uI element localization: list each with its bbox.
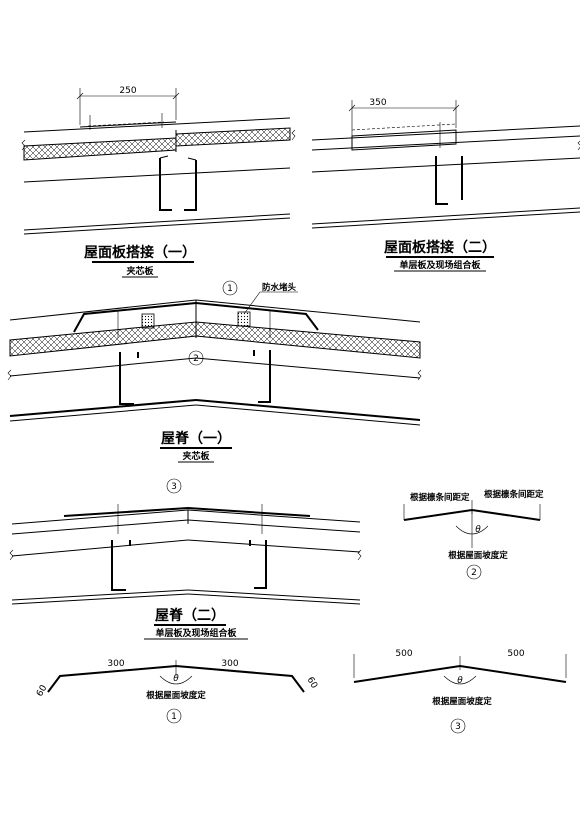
ridge1-callout-1: 1: [227, 284, 233, 294]
lap-detail-1: 250 屋面板搭接（一） 夹芯板: [21, 86, 296, 278]
ridge1-callout-2: 2: [193, 354, 199, 364]
flashing2-note-bottom: 根据屋面坡度定: [448, 550, 508, 561]
ridge1-subtitle: 夹芯板: [182, 450, 210, 462]
flashing1-number: 1: [171, 712, 177, 722]
lap2-title: 屋面板搭接（二）: [384, 239, 496, 256]
flashing-detail-3: 500 500 θ 根据屋面坡度定 3: [353, 649, 567, 734]
lap1-subtitle: 夹芯板: [126, 265, 154, 277]
flashing-detail-1: 300 300 60 60 θ 根据屋面坡度定 1: [35, 659, 320, 724]
ridge1-title: 屋脊（一）: [161, 430, 231, 447]
flashing1-theta: θ: [173, 674, 179, 684]
flashing3-dim-right: 500: [507, 649, 524, 659]
flashing3-theta: θ: [457, 676, 463, 686]
flashing3-note: 根据屋面坡度定: [432, 696, 492, 707]
flashing1-dim-left: 300: [107, 659, 124, 669]
lap1-dimension: 250: [119, 86, 136, 96]
lap2-dimension: 350: [369, 98, 386, 108]
ridge2-subtitle: 单层板及现场组合板: [155, 627, 237, 639]
flashing-detail-2: 根据檩条间距定 根据檩条间距定 θ 根据屋面坡度定 2: [403, 489, 544, 580]
flashing2-note-left: 根据檩条间距定: [410, 492, 470, 503]
flashing1-dim-right: 300: [221, 659, 238, 669]
lap2-subtitle: 单层板及现场组合板: [399, 259, 481, 271]
flashing3-dim-left: 500: [395, 649, 412, 659]
flashing2-note-right: 根据檩条间距定: [484, 489, 544, 500]
flashing1-edge-right: 60: [305, 676, 320, 691]
flashing1-note: 根据屋面坡度定: [146, 690, 206, 701]
lap-detail-2: 350 屋面板搭接（二） 单层板及现场组合板: [311, 98, 580, 272]
flashing3-number: 3: [455, 722, 461, 732]
flashing1-edge-left: 60: [35, 683, 50, 698]
lap1-title: 屋面板搭接（一）: [84, 244, 196, 261]
waterproof-plug-label: 防水堵头: [262, 282, 297, 293]
flashing2-number: 2: [471, 568, 477, 578]
ridge-detail-1: 1 2 防水堵头 屋脊（一） 夹芯板: [7, 280, 422, 463]
flashing2-theta: θ: [475, 525, 481, 535]
ridge2-title: 屋脊（二）: [155, 607, 225, 624]
ridge2-callout-3: 3: [171, 482, 177, 492]
ridge-detail-2: 3 屋脊（二） 单层板及现场组合板: [9, 478, 362, 640]
